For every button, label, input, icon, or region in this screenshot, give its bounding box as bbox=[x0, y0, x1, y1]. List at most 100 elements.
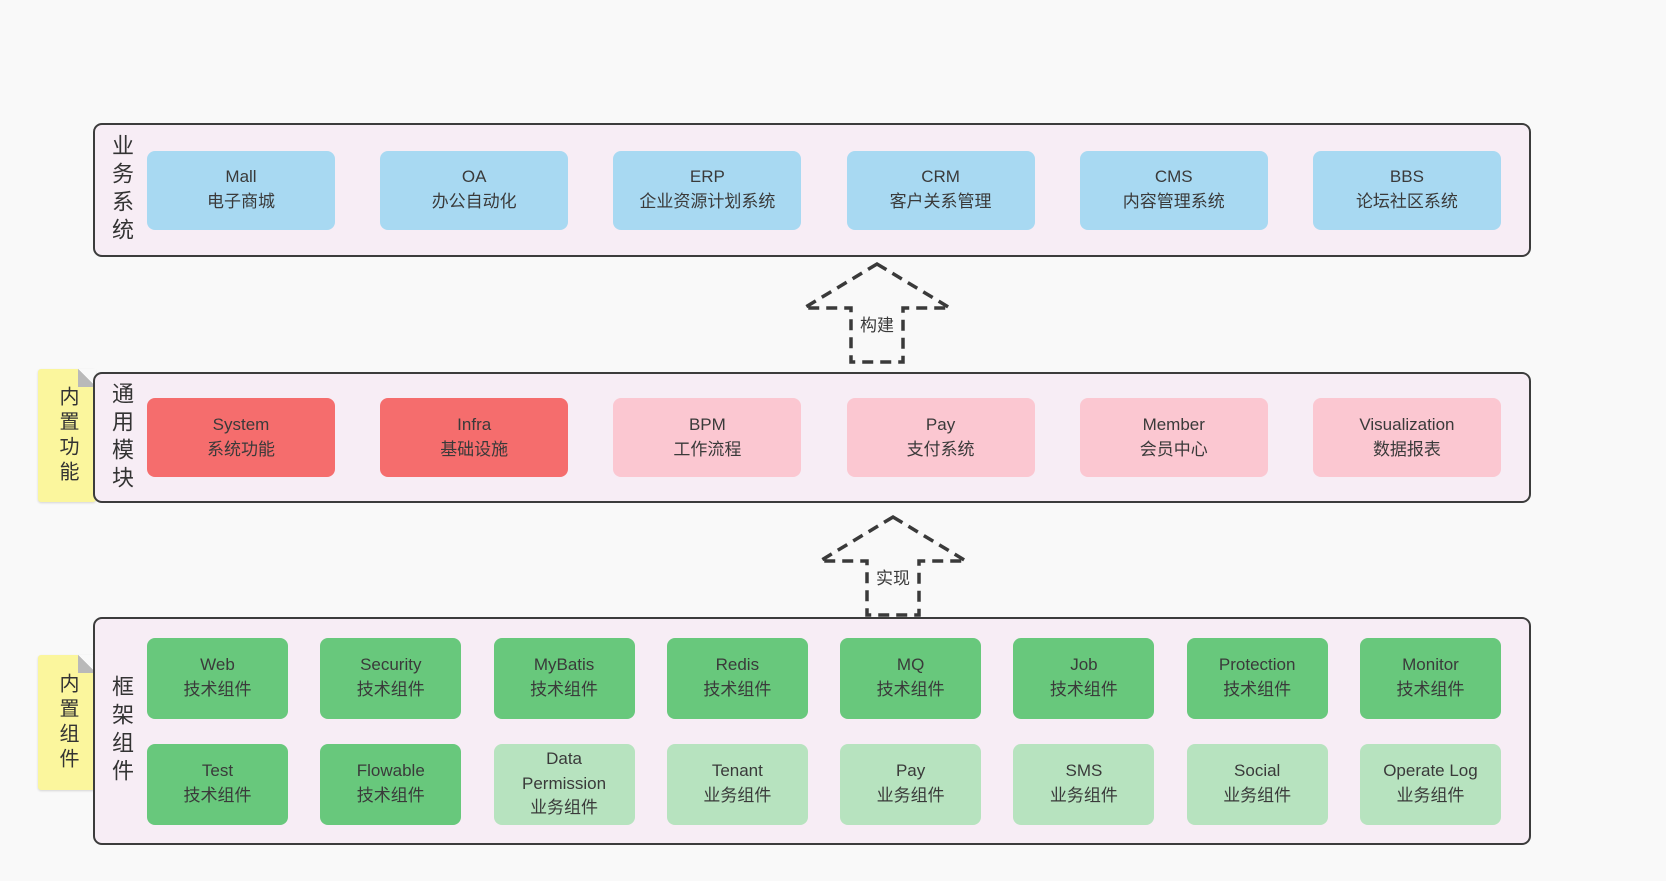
diagram-box-erp: ERP 企业资源计划系统 bbox=[613, 150, 802, 230]
box-subtitle: 企业资源计划系统 bbox=[639, 192, 776, 211]
box-title: Monitor bbox=[1402, 655, 1459, 675]
box-title: Tenant bbox=[711, 761, 763, 781]
box-title: ERP bbox=[689, 167, 725, 187]
box-title: Pay bbox=[925, 414, 956, 434]
arrow-build-label: 构建 bbox=[856, 309, 898, 338]
diagram-box-member: Member 会员中心 bbox=[1079, 398, 1268, 477]
box-title: Data Permission bbox=[522, 749, 607, 793]
diagram-box-protection: Protection 技术组件 bbox=[1186, 637, 1328, 719]
box-title: Security bbox=[360, 655, 422, 675]
box-title: Mall bbox=[225, 167, 257, 187]
box-subtitle: 论坛社区系统 bbox=[1355, 192, 1458, 211]
box-subtitle: 办公自动化 bbox=[431, 192, 517, 211]
sticky-tag-built-in-components: 内置组件 bbox=[38, 655, 96, 790]
diagram-box-visualization: Visualization 数据报表 bbox=[1312, 398, 1501, 477]
box-subtitle: 数据报表 bbox=[1372, 439, 1441, 459]
panel-label-wrap: 业务系统 bbox=[95, 125, 147, 255]
box-title: Infra bbox=[457, 414, 492, 434]
panel-components-label: 框架组件 bbox=[109, 675, 134, 787]
box-title: Redis bbox=[715, 655, 760, 675]
box-title: Operate Log bbox=[1383, 761, 1478, 781]
diagram-box-tenant: Tenant 业务组件 bbox=[666, 743, 808, 825]
box-subtitle: 技术组件 bbox=[703, 680, 772, 699]
box-title: System bbox=[212, 414, 270, 434]
box-subtitle: 技术组件 bbox=[876, 680, 945, 699]
box-title: Pay bbox=[895, 761, 926, 781]
diagram-box-pay: Pay 业务组件 bbox=[840, 743, 982, 825]
diagram-box-security: Security 技术组件 bbox=[320, 637, 462, 719]
panel-business-label: 业务系统 bbox=[109, 134, 134, 246]
up-arrow-icon bbox=[800, 261, 954, 364]
box-subtitle: 技术组件 bbox=[356, 786, 425, 805]
folded-corner bbox=[78, 655, 96, 673]
box-subtitle: 会员中心 bbox=[1139, 439, 1208, 459]
box-title: MQ bbox=[896, 655, 925, 675]
box-title: Job bbox=[1070, 655, 1098, 675]
diagram-box-job: Job 技术组件 bbox=[1013, 637, 1155, 719]
box-subtitle: 技术组件 bbox=[1223, 680, 1292, 699]
box-title: Member bbox=[1142, 414, 1205, 434]
box-subtitle: 技术组件 bbox=[356, 680, 425, 699]
box-title: CMS bbox=[1154, 167, 1193, 187]
tag-components-label: 内置组件 bbox=[56, 672, 78, 773]
box-subtitle: 业务组件 bbox=[876, 786, 945, 805]
diagram-box-infra: Infra 基础设施 bbox=[380, 398, 569, 477]
box-subtitle: 业务组件 bbox=[703, 786, 772, 805]
box-subtitle: 技术组件 bbox=[530, 680, 599, 699]
box-title: MyBatis bbox=[533, 655, 595, 675]
arrow-implement-label: 实现 bbox=[872, 562, 914, 591]
tag-modules-label: 内置功能 bbox=[56, 385, 78, 486]
box-subtitle: 内容管理系统 bbox=[1122, 192, 1225, 211]
box-title: Protection bbox=[1218, 655, 1296, 675]
diagram-box-mq: MQ 技术组件 bbox=[840, 637, 982, 719]
box-subtitle: 电子商城 bbox=[207, 192, 275, 211]
box-subtitle: 客户关系管理 bbox=[889, 192, 992, 211]
diagram-box-mybatis: MyBatis 技术组件 bbox=[493, 637, 635, 719]
diagram-box-bbs: BBS 论坛社区系统 bbox=[1312, 150, 1501, 230]
panel-label-wrap: 框架组件 bbox=[95, 619, 147, 843]
diagram-box-pay: Pay 支付系统 bbox=[846, 398, 1035, 477]
diagram-box-system: System 系统功能 bbox=[147, 398, 335, 477]
box-title: Visualization bbox=[1359, 414, 1455, 434]
diagram-box-crm: CRM 客户关系管理 bbox=[846, 150, 1035, 230]
box-subtitle: 业务组件 bbox=[1049, 786, 1118, 805]
box-title: Social bbox=[1234, 761, 1281, 781]
diagram-box-redis: Redis 技术组件 bbox=[666, 637, 808, 719]
box-subtitle: 支付系统 bbox=[906, 439, 975, 459]
box-subtitle: 技术组件 bbox=[1049, 680, 1118, 699]
box-subtitle: 技术组件 bbox=[183, 786, 252, 805]
diagram-box-mall: Mall 电子商城 bbox=[147, 150, 335, 230]
up-arrow-icon bbox=[816, 514, 970, 617]
box-subtitle: 业务组件 bbox=[530, 798, 599, 818]
box-title: SMS bbox=[1065, 761, 1103, 781]
diagram-box-data-permission: Data Permission 业务组件 bbox=[493, 743, 635, 825]
dashed-up-arrow-implement: 实现 bbox=[816, 514, 970, 618]
dashed-up-arrow-build: 构建 bbox=[800, 261, 954, 365]
box-title: BBS bbox=[1389, 167, 1424, 187]
diagram-box-flowable: Flowable 技术组件 bbox=[320, 743, 462, 825]
box-subtitle: 系统功能 bbox=[207, 439, 275, 459]
sticky-tag-built-in-features: 内置功能 bbox=[38, 369, 96, 502]
box-title: Web bbox=[200, 655, 235, 675]
diagram-box-sms: SMS 业务组件 bbox=[1013, 743, 1155, 825]
panel-label-wrap: 通用模块 bbox=[95, 374, 147, 501]
box-subtitle: 基础设施 bbox=[440, 439, 509, 459]
box-title: CRM bbox=[921, 167, 960, 187]
box-title: Flowable bbox=[356, 761, 425, 781]
panel-modules-label: 通用模块 bbox=[109, 381, 134, 494]
